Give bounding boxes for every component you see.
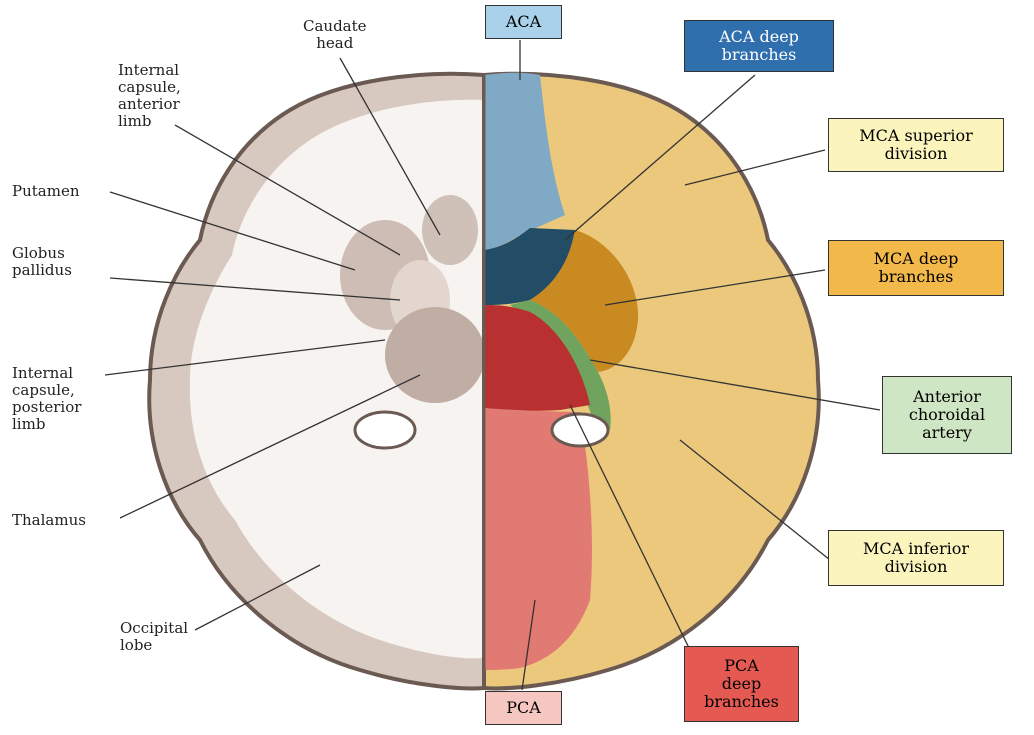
anterior-choroidal-box: Anterior choroidal artery bbox=[882, 376, 1012, 454]
occipital-lobe-label: Occipital lobe bbox=[120, 620, 188, 654]
thalamus-shape bbox=[385, 307, 485, 403]
left-ventricle-posterior bbox=[355, 412, 415, 448]
putamen-label: Putamen bbox=[12, 183, 80, 200]
caudate-head-label: Caudate head bbox=[303, 18, 367, 52]
globus-pallidus-label: Globus pallidus bbox=[12, 245, 72, 279]
right-ventricle-posterior bbox=[552, 414, 608, 446]
mca-deep-box: MCA deep branches bbox=[828, 240, 1004, 296]
internal-capsule-posterior-label: Internal capsule, posterior limb bbox=[12, 365, 81, 433]
aca-box: ACA bbox=[485, 5, 562, 39]
aca-deep-box: ACA deep branches bbox=[684, 20, 834, 72]
pca-box: PCA bbox=[485, 691, 562, 725]
caudate-head-shape bbox=[422, 195, 478, 265]
mca-superior-box: MCA superior division bbox=[828, 118, 1004, 172]
thalamus-label: Thalamus bbox=[12, 512, 86, 529]
pca-deep-box: PCA deep branches bbox=[684, 646, 799, 722]
mca-inferior-box: MCA inferior division bbox=[828, 530, 1004, 586]
internal-capsule-anterior-label: Internal capsule, anterior limb bbox=[118, 62, 181, 130]
